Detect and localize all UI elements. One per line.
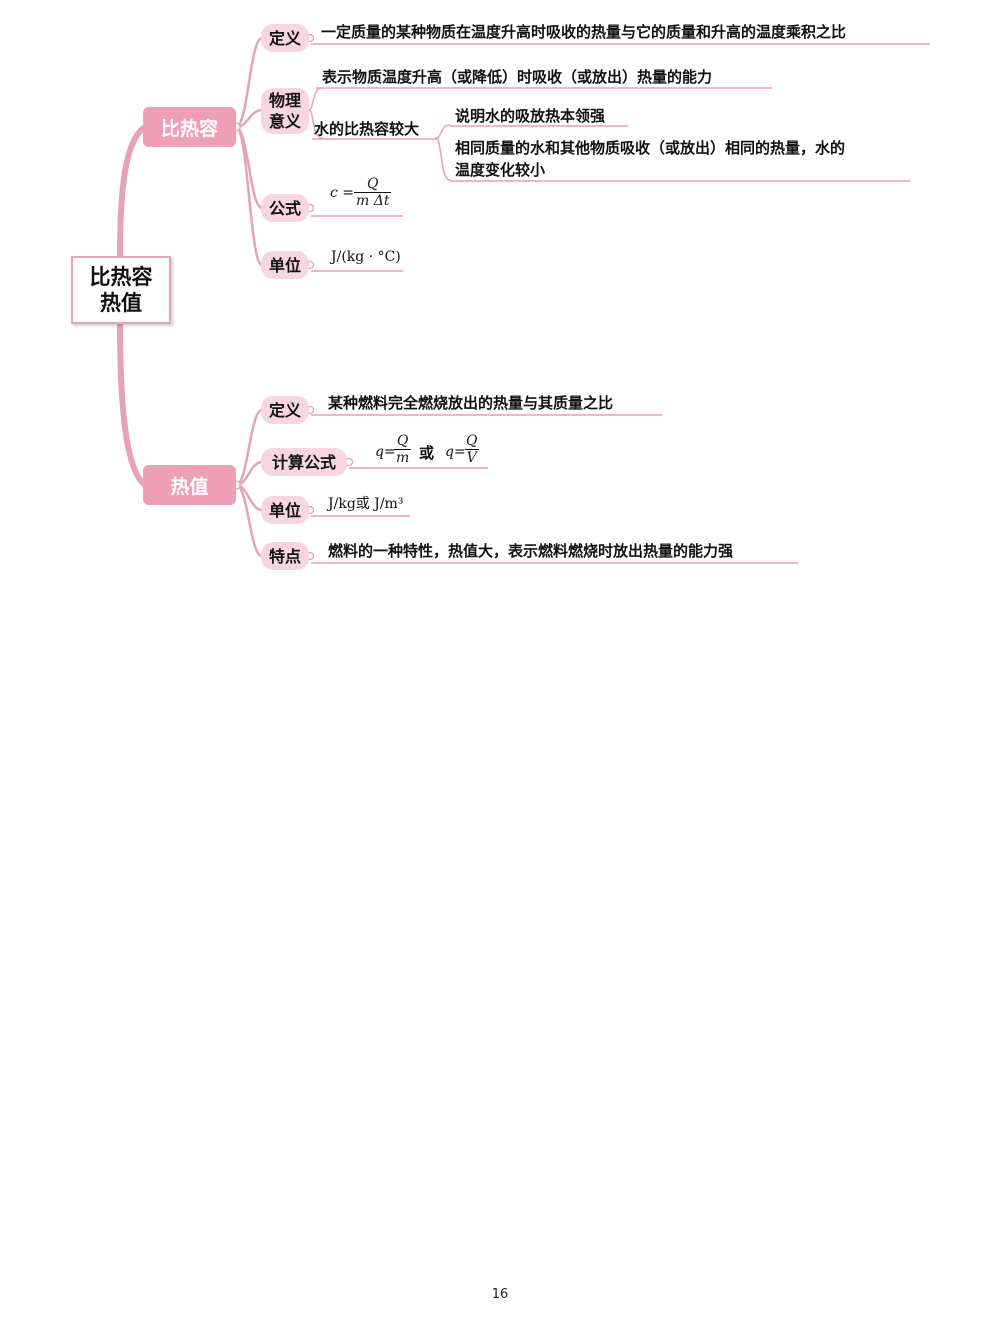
specific-heat-fraction: Q m Δt: [354, 176, 392, 209]
branch-specific-heat: 比热容: [143, 107, 236, 147]
specific-heat-meaning-text: 表示物质温度升高（或降低）时吸收（或放出）热量的能力: [322, 68, 713, 86]
formula-label: 公式: [268, 198, 301, 218]
specific-heat-formula-tag: 公式: [261, 194, 309, 222]
heat-definition-label: 定义: [268, 400, 301, 420]
heat-value-formula-tag: 计算公式: [261, 448, 347, 476]
branch-heat-value: 热值: [143, 465, 236, 505]
specific-heat-meaning-tag: 物理 意义: [261, 88, 309, 134]
heat-value-unit-tag: 单位: [261, 496, 309, 524]
unit-label: 单位: [268, 255, 301, 275]
feature-label: 特点: [268, 546, 301, 566]
heat-fraction-2: Q V: [464, 433, 479, 466]
meaning-label-line1: 物理: [268, 91, 301, 110]
heat-unit-label: 单位: [268, 500, 301, 520]
branch-heat-value-label: 热值: [170, 475, 209, 498]
root-title-line1: 比热容: [89, 265, 153, 289]
heat-formula-connector: 或: [419, 444, 435, 462]
root-title-line2: 热值: [100, 291, 142, 315]
specific-heat-definition-text: 一定质量的某种物质在温度升高时吸收的热量与它的质量和升高的温度乘积之比: [321, 23, 847, 41]
branch-specific-heat-label: 比热容: [160, 117, 218, 140]
specific-heat-unit-tag: 单位: [261, 251, 309, 279]
heat-fraction-1: Q m: [394, 433, 412, 466]
meaning-label-line2: 意义: [268, 112, 301, 131]
fraction-denominator: m Δt: [354, 192, 392, 209]
specific-heat-definition-tag: 定义: [261, 24, 309, 52]
heat-fraction-1-numerator: Q: [396, 433, 409, 449]
specific-heat-unit-text: J/(kg · °C): [331, 249, 401, 265]
heat-formula-lhs-2: q=: [445, 444, 466, 460]
water-point-1: 说明水的吸放热本领强: [455, 107, 606, 125]
heat-fraction-2-numerator: Q: [466, 433, 478, 449]
root-node: 比热容 热值: [71, 256, 171, 324]
heat-formula-label: 计算公式: [271, 452, 336, 472]
heat-value-unit-text: J/kg或 J/m³: [328, 496, 404, 512]
heat-value-feature-text: 燃料的一种特性，热值大，表示燃料燃烧时放出热量的能力强: [328, 542, 734, 560]
heat-value-feature-tag: 特点: [261, 542, 309, 570]
page-number: 16: [491, 1287, 509, 1302]
water-point-2-line2: 温度变化较小: [455, 161, 546, 179]
heat-value-definition-text: 某种燃料完全燃烧放出的热量与其质量之比: [328, 394, 614, 412]
heat-value-definition-tag: 定义: [261, 396, 309, 424]
heat-formula-lhs-1: q=: [375, 444, 396, 460]
water-specific-heat-label: 水的比热容较大: [314, 120, 420, 138]
heat-fraction-2-denominator: V: [464, 449, 479, 466]
definition-label: 定义: [268, 28, 301, 48]
specific-heat-formula-lhs: c =: [330, 185, 355, 201]
heat-fraction-1-denominator: m: [394, 449, 412, 466]
water-point-2-line1: 相同质量的水和其他物质吸收（或放出）相同的热量，水的: [455, 139, 846, 157]
fraction-numerator: Q: [366, 176, 379, 192]
